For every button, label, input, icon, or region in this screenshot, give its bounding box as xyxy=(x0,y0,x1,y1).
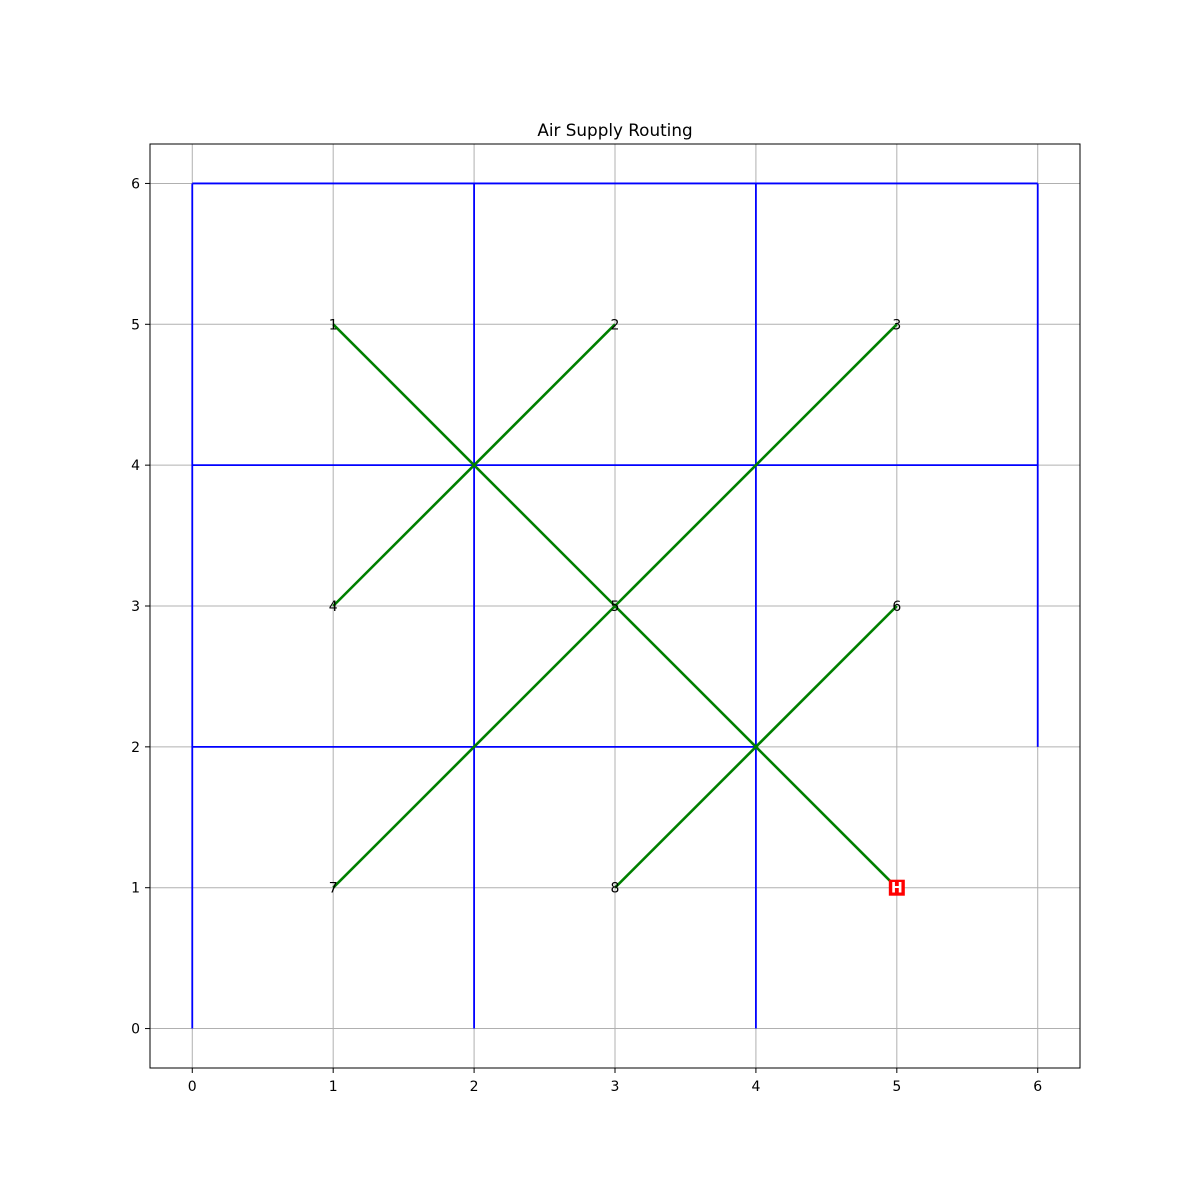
node-label: 3 xyxy=(892,317,901,333)
supply-paths xyxy=(332,323,898,889)
hq-label: H xyxy=(891,881,903,897)
x-tick-label: 6 xyxy=(1033,1079,1042,1095)
node-label: 1 xyxy=(329,317,338,333)
y-tick-label: 0 xyxy=(131,1022,140,1038)
node-label: 6 xyxy=(892,599,901,615)
node-label: 8 xyxy=(611,881,620,897)
node-label: 2 xyxy=(611,317,620,333)
chart-title: Air Supply Routing xyxy=(537,120,692,140)
y-tick-label: 6 xyxy=(131,176,140,192)
x-tick-label: 5 xyxy=(892,1079,901,1095)
node-labels: 1 2 3 4 5 6 7 8 H xyxy=(329,317,905,897)
node-label: 7 xyxy=(329,881,338,897)
x-tick-label: 4 xyxy=(751,1079,760,1095)
x-tick-label: 3 xyxy=(611,1079,620,1095)
supply-path-line xyxy=(332,323,616,607)
node-label: 5 xyxy=(611,599,620,615)
supply-path-line xyxy=(614,605,898,889)
y-tick-label: 1 xyxy=(131,881,140,897)
node-label: 4 xyxy=(329,599,338,615)
y-tick-label: 5 xyxy=(131,317,140,333)
hq-marker xyxy=(888,879,905,896)
y-tick-label: 2 xyxy=(131,740,140,756)
axis-ticks: 0 1 2 3 4 5 6 0 1 2 3 4 5 6 xyxy=(131,176,1042,1095)
route-network xyxy=(191,182,1039,1029)
y-tick-label: 4 xyxy=(131,458,140,474)
x-tick-label: 0 xyxy=(188,1079,197,1095)
y-tick-label: 3 xyxy=(131,599,140,615)
supply-path-line xyxy=(332,323,898,889)
x-tick-label: 2 xyxy=(470,1079,479,1095)
x-tick-label: 1 xyxy=(329,1079,338,1095)
